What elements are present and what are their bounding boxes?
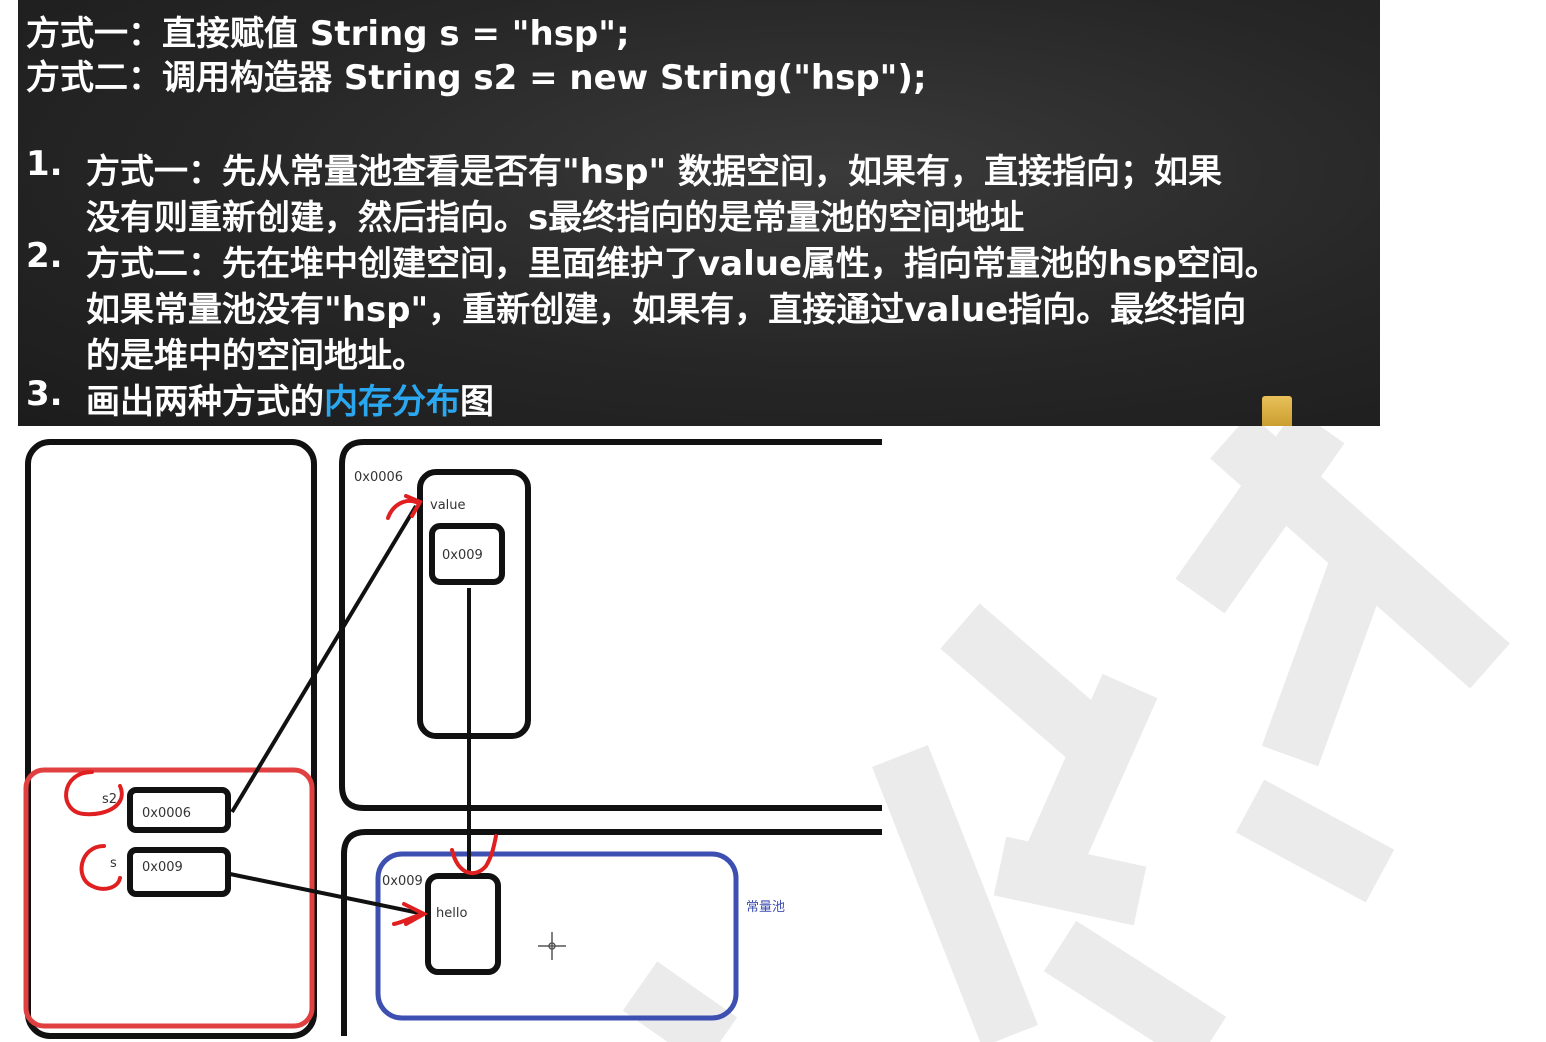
method-area-frame (341, 829, 882, 1036)
stack-frame (25, 439, 317, 1039)
s2-pointer-line (230, 504, 418, 814)
s2-box (127, 787, 231, 833)
item-number: 3. (26, 374, 63, 414)
item-text: 的是堆中的空间地址。 (86, 336, 426, 376)
item-text: 没有则重新创建，然后指向。s最终指向的是常量池的空间地址 (86, 198, 1025, 238)
chalkboard-slide: 方式一：直接赋值 String s = "hsp"; 方式二：调用构造器 Str… (18, 0, 1380, 426)
method-one-line: 方式一：直接赋值 String s = "hsp"; (26, 14, 630, 54)
item-number: 1. (26, 144, 63, 184)
value-label: value (430, 498, 466, 513)
item-text: 方式二：先在堆中创建空间，里面维护了value属性，指向常量池的hsp空间。 (86, 244, 1279, 284)
constant-pool-box (375, 851, 739, 1021)
list-item-2: 2. 方式二：先在堆中创建空间，里面维护了value属性，指向常量池的hsp空间… (18, 236, 1380, 376)
hello-text: hello (436, 906, 468, 921)
memory-diagram: 0x0006 value 0x009 s2 0x0006 s 0x009 0x0… (0, 426, 1546, 1042)
highlight-text: 内存分布 (324, 382, 460, 422)
item-text: 方式一：先从常量池查看是否有"hsp" 数据空间，如果有，直接指向；如果 (86, 152, 1223, 192)
item-text: 如果常量池没有"hsp"，重新创建，如果有，直接通过value指向。最终指向 (86, 290, 1247, 330)
s-label: s (110, 856, 117, 871)
heap-object-addr-label: 0x0006 (354, 470, 404, 485)
method-two-line: 方式二：调用构造器 String s2 = new String("hsp"); (26, 58, 927, 98)
s2-value-text: 0x0006 (142, 806, 192, 821)
main-stack-frame (23, 767, 315, 1029)
value-field-text: 0x009 (442, 548, 483, 563)
crosshair-icon (538, 932, 566, 960)
item-number: 2. (26, 236, 63, 276)
diagram-canvas (23, 426, 1510, 1042)
heap-object-box (417, 469, 531, 739)
s-pointer-line (229, 872, 425, 916)
s2-label: s2 (102, 792, 118, 807)
s-value-text: 0x009 (142, 860, 183, 875)
pool-addr-label: 0x009 (382, 874, 423, 889)
heap-frame (339, 439, 882, 811)
hello-string-box (425, 873, 501, 975)
list-item-1: 1. 方式一：先从常量池查看是否有"hsp" 数据空间，如果有，直接指向；如果 … (18, 144, 1380, 238)
red-annotations (64, 494, 498, 926)
watermark-strokes (622, 426, 1510, 1042)
item-text: 画出两种方式的内存分布图 (86, 382, 494, 422)
list-item-3: 3. 画出两种方式的内存分布图 (18, 374, 1380, 422)
constant-pool-label: 常量池 (746, 900, 786, 915)
s-box (127, 847, 231, 897)
value-field-box (429, 523, 505, 585)
folder-icon (1262, 396, 1292, 426)
